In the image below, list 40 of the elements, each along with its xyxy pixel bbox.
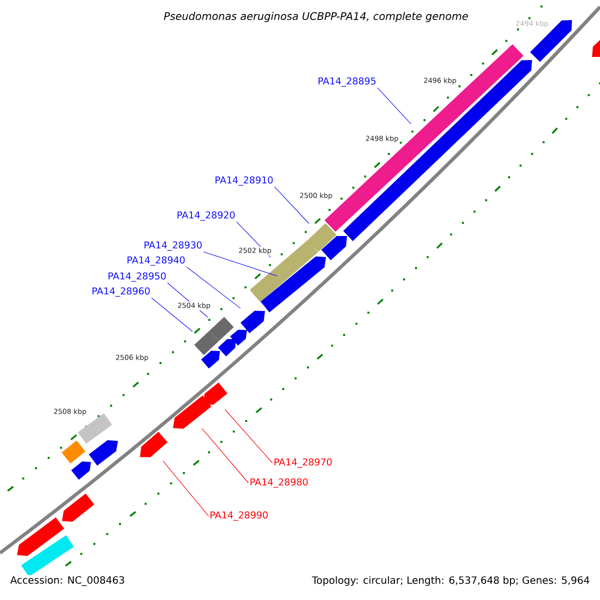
gene-block <box>62 440 86 464</box>
gene-label: PA14_28950 <box>108 272 166 282</box>
leader-line <box>377 88 412 124</box>
gene-block <box>321 236 347 260</box>
gene-block <box>17 517 64 556</box>
gene-block <box>194 330 219 356</box>
footer-text: Accession: NC_008463 <box>9 575 126 587</box>
gene-label: PA14_28980 <box>250 478 308 488</box>
title: Pseudomonas aeruginosa UCBPP-PA14, complete genome <box>164 12 468 22</box>
gene-label: PA14_28930 <box>144 241 202 251</box>
gene-block <box>209 316 234 342</box>
gene-block <box>21 535 74 577</box>
leader-line <box>186 266 241 309</box>
gene-label: PA14_28895 <box>318 77 376 87</box>
gene-label: PA14_28990 <box>210 511 268 521</box>
gene-block <box>71 462 91 480</box>
gene-block <box>218 339 236 356</box>
gene-label: PA14_28920 <box>178 211 235 221</box>
gene-block <box>240 310 265 334</box>
leader-line <box>274 186 310 224</box>
gene-block <box>173 396 212 429</box>
gene-block <box>260 256 326 312</box>
leader-line <box>224 409 273 464</box>
gene-block <box>308 223 336 252</box>
gene-block <box>201 350 220 368</box>
gene-block <box>140 432 168 458</box>
gene-block <box>592 38 600 57</box>
gene-block <box>88 440 118 466</box>
leader-line <box>151 298 193 332</box>
gene-label: PA14_28960 <box>92 287 150 297</box>
gene-label: PA14_28940 <box>128 256 185 266</box>
footer-text: Topology: circular; Length: 6,537,648 bp; Genes: 5,964 <box>310 575 591 587</box>
gene-label: PA14_28910 <box>216 176 273 186</box>
leader-line <box>203 252 278 276</box>
gene-block <box>203 382 228 405</box>
gene-block <box>62 494 94 522</box>
gene-label: PA14_28970 <box>274 458 332 468</box>
leader-line <box>162 460 209 516</box>
gene-block <box>230 330 247 346</box>
leader-line <box>202 428 249 484</box>
